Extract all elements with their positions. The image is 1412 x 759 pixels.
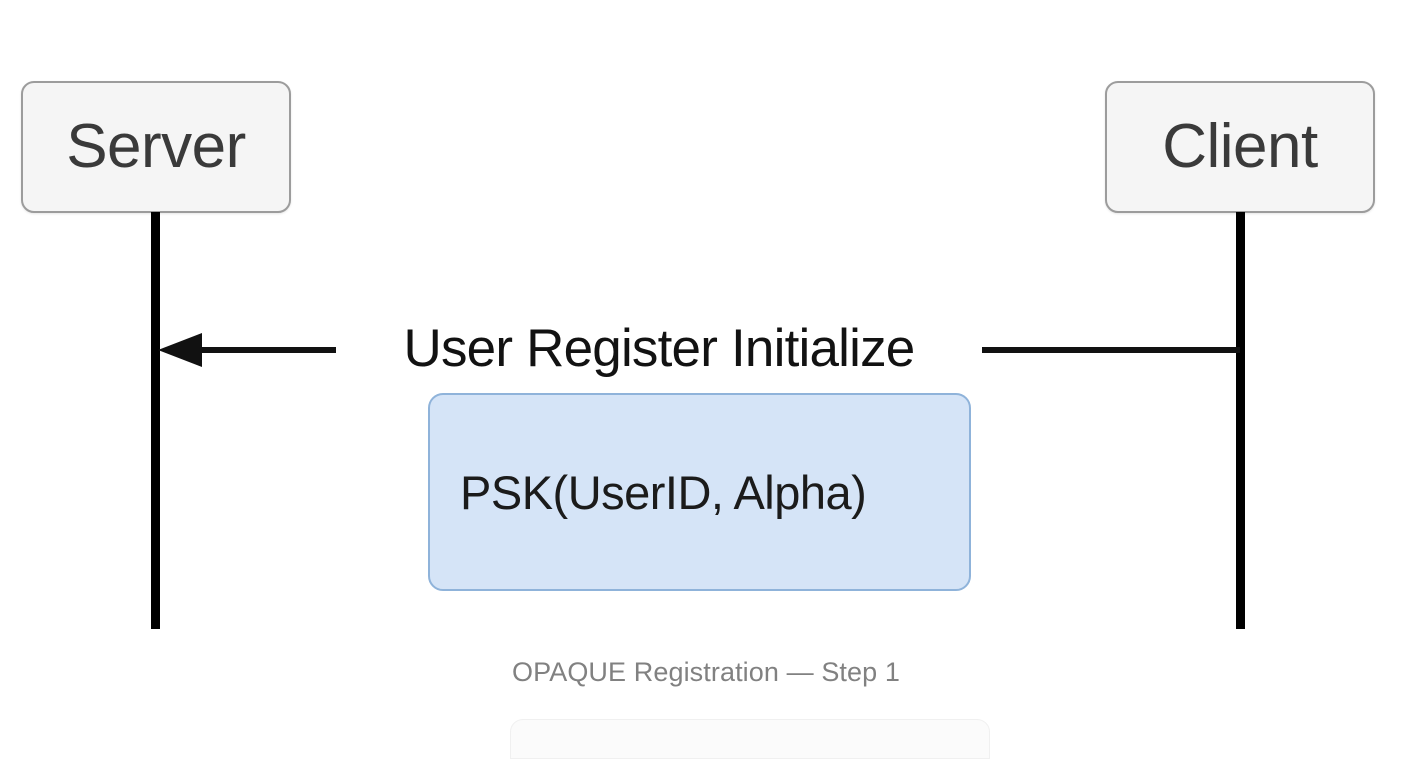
participant-label-client: Client <box>1162 112 1318 181</box>
sequence-diagram-canvas: Server Client User Register Initialize P… <box>0 81 1412 759</box>
message-user-register-initialize[interactable]: User Register Initialize <box>0 312 1412 390</box>
lifeline-client <box>1236 212 1245 629</box>
arrowhead-left-icon <box>158 333 202 367</box>
diagram-caption: OPAQUE Registration — Step 1 <box>512 657 900 687</box>
message-label: User Register Initialize <box>336 312 982 386</box>
participant-box-server[interactable]: Server <box>21 81 291 213</box>
note-box-psk[interactable]: PSK(UserID, Alpha) <box>428 393 971 591</box>
message-line-left-segment <box>196 347 344 353</box>
lifeline-server <box>151 212 160 629</box>
message-line-right-segment <box>978 347 1240 353</box>
participant-box-client[interactable]: Client <box>1105 81 1375 213</box>
participant-label-server: Server <box>66 112 246 181</box>
note-text: PSK(UserID, Alpha) <box>460 465 867 519</box>
next-step-partial-element[interactable] <box>510 719 990 759</box>
